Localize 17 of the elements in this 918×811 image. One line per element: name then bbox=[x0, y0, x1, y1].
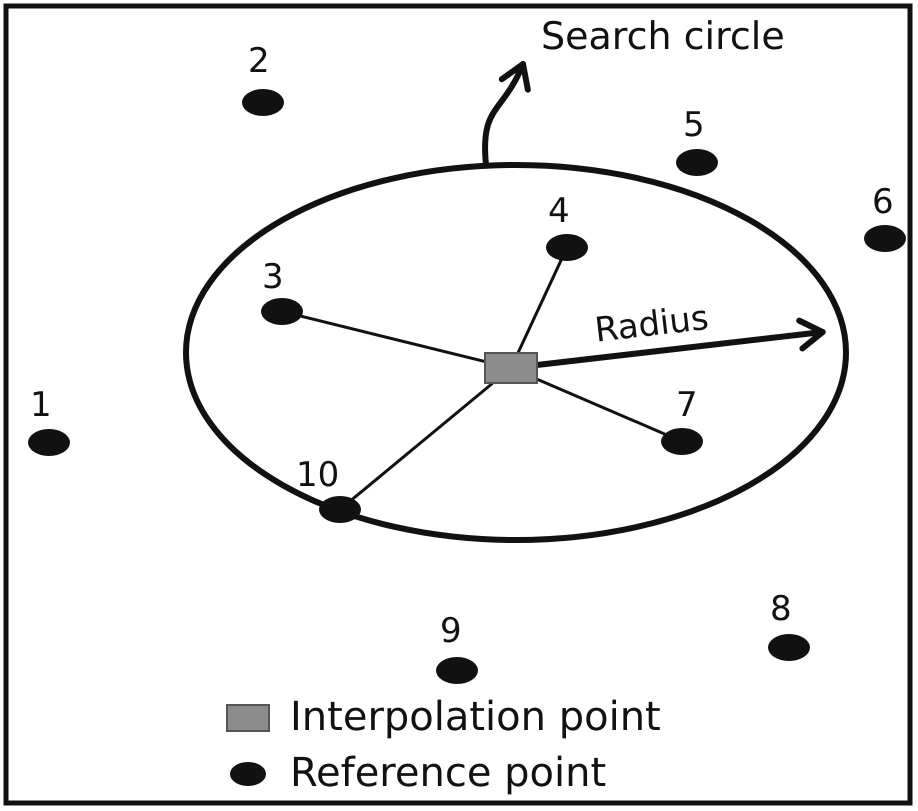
point-number: 4 bbox=[548, 194, 570, 228]
legend-label: Interpolation point bbox=[290, 697, 661, 737]
point-number: 9 bbox=[440, 614, 462, 648]
connector-line bbox=[351, 382, 494, 500]
point-number: 8 bbox=[770, 592, 792, 626]
point-number: 1 bbox=[30, 388, 52, 422]
callout-label: Search circle bbox=[541, 14, 785, 60]
point-number: 2 bbox=[248, 44, 270, 78]
connector-line bbox=[516, 258, 562, 354]
point-number: 10 bbox=[296, 458, 340, 492]
connector-line bbox=[536, 378, 666, 436]
point-number: 5 bbox=[683, 108, 705, 142]
point-number: 6 bbox=[872, 185, 894, 219]
legend-label: Reference point bbox=[290, 753, 606, 793]
point-number: 7 bbox=[676, 388, 698, 422]
point-number: 3 bbox=[262, 260, 284, 294]
connector-line bbox=[300, 314, 486, 363]
